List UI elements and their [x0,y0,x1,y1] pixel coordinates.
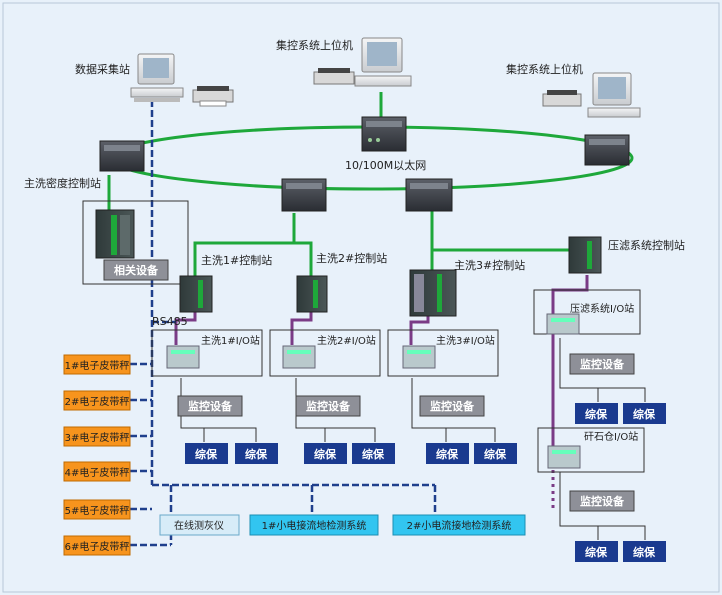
plc-cabinet-icon [95,209,135,259]
data-station-pc-icon [130,53,184,102]
protector-box: 综保 [623,403,666,424]
switch-icon-center-right [405,178,453,212]
scada-top-printer-icon [313,68,355,85]
rs485-bus [130,100,437,547]
protector-box: 综保 [352,443,395,464]
protector-label: 综保 [585,545,608,559]
belt-scale-label: 3#电子皮带秤 [65,431,130,444]
monitor-box: 监控设备 [295,395,361,417]
filter-ctrl-label: 压滤系统控制站 [608,238,685,252]
main1-io-label: 主洗1#I/O站 [201,334,260,347]
ground-detect-1-box: 1#小电接流地检测系统 [249,514,379,536]
belt-scale-box: 1#电子皮带秤 [63,354,131,375]
monitor-label: 监控设备 [580,494,625,508]
protector-label: 综保 [436,447,459,461]
stone-io-label: 矸石仓I/O站 [584,430,638,443]
scada-right-pc-icon [587,72,641,118]
belt-scale-label: 2#电子皮带秤 [65,395,130,408]
protector-label: 综保 [314,447,337,461]
online-ash-label: 在线测灰仪 [174,519,224,532]
belt-scale-label: 4#电子皮带秤 [65,466,130,479]
plc-rack-main1-icon [179,275,213,313]
dense-ctrl-label: 主洗密度控制站 [24,176,101,190]
belt-scale-label: 5#电子皮带秤 [65,504,130,517]
monitor-label: 监控设备 [580,357,625,371]
protector-label: 综保 [585,407,608,421]
main2-io-label: 主洗2#I/O站 [317,334,376,347]
switch-icon-top [361,116,407,152]
protector-box: 综保 [235,443,278,464]
profibus-links [174,275,589,450]
monitor-label: 监控设备 [188,399,233,413]
io-module-icon [166,313,581,469]
related-equipment-label: 相关设备 [114,263,159,277]
online-ash-box: 在线测灰仪 [159,514,240,536]
group-frames [82,200,645,473]
ground-detect-2-box: 2#小电流接地检测系统 [392,514,526,536]
scada-right-printer-icon [542,90,582,107]
protector-label: 综保 [245,447,268,461]
main2-ctrl-label: 主洗2#控制站 [316,251,387,265]
protector-label: 综保 [195,447,218,461]
protector-label: 综保 [633,407,656,421]
belt-scale-box: 3#电子皮带秤 [63,426,131,447]
protector-box: 综保 [426,443,469,464]
switch-icon-right [584,134,630,166]
protector-box: 综保 [575,403,618,424]
protector-box: 综保 [575,541,618,562]
monitor-label: 监控设备 [306,399,351,413]
protector-box: 综保 [185,443,228,464]
ground-detect-2-label: 2#小电流接地检测系统 [407,519,512,532]
monitor-box: 监控设备 [569,353,635,375]
rs485-label: RS485 [152,315,188,328]
scada-top-pc-icon [354,37,412,87]
protector-label: 综保 [484,447,507,461]
protector-box: 综保 [304,443,347,464]
data-station-label: 数据采集站 [75,62,130,76]
belt-scale-box: 2#电子皮带秤 [63,390,131,411]
ethernet-label: 10/100M以太网 [345,159,426,172]
monitor-box: 监控设备 [419,395,485,417]
monitor-box: 监控设备 [177,395,243,417]
protector-box: 综保 [474,443,517,464]
belt-scale-box: 6#电子皮带秤 [63,535,131,556]
belt-scale-label: 6#电子皮带秤 [65,540,130,553]
belt-scale-box: 4#电子皮带秤 [63,461,131,482]
main3-ctrl-label: 主洗3#控制站 [454,258,525,272]
belt-scale-label: 1#电子皮带秤 [65,359,130,372]
scada-right-label: 集控系统上位机 [506,62,583,76]
plc-rack-filter-icon [568,236,602,274]
scada-top-label: 集控系统上位机 [276,38,353,52]
main1-ctrl-label: 主洗1#控制站 [201,253,272,267]
plc-rack-main3-icon [409,269,457,317]
ground-detect-1-label: 1#小电接流地检测系统 [262,519,367,532]
main3-io-label: 主洗3#I/O站 [436,334,495,347]
monitor-label: 监控设备 [430,399,475,413]
filter-io-label: 压滤系统I/O站 [570,302,634,315]
monitor-box: 监控设备 [569,490,635,512]
plc-rack-main2-icon [296,275,328,313]
related-equipment-box: 相关设备 [103,259,169,281]
protector-box: 综保 [623,541,666,562]
data-station-printer-icon [192,86,234,107]
switch-icon-left [99,140,145,172]
protector-label: 综保 [633,545,656,559]
switch-icon-center-left [281,178,327,212]
protector-label: 综保 [362,447,385,461]
belt-scale-box: 5#电子皮带秤 [63,499,131,520]
green-links [107,92,581,277]
